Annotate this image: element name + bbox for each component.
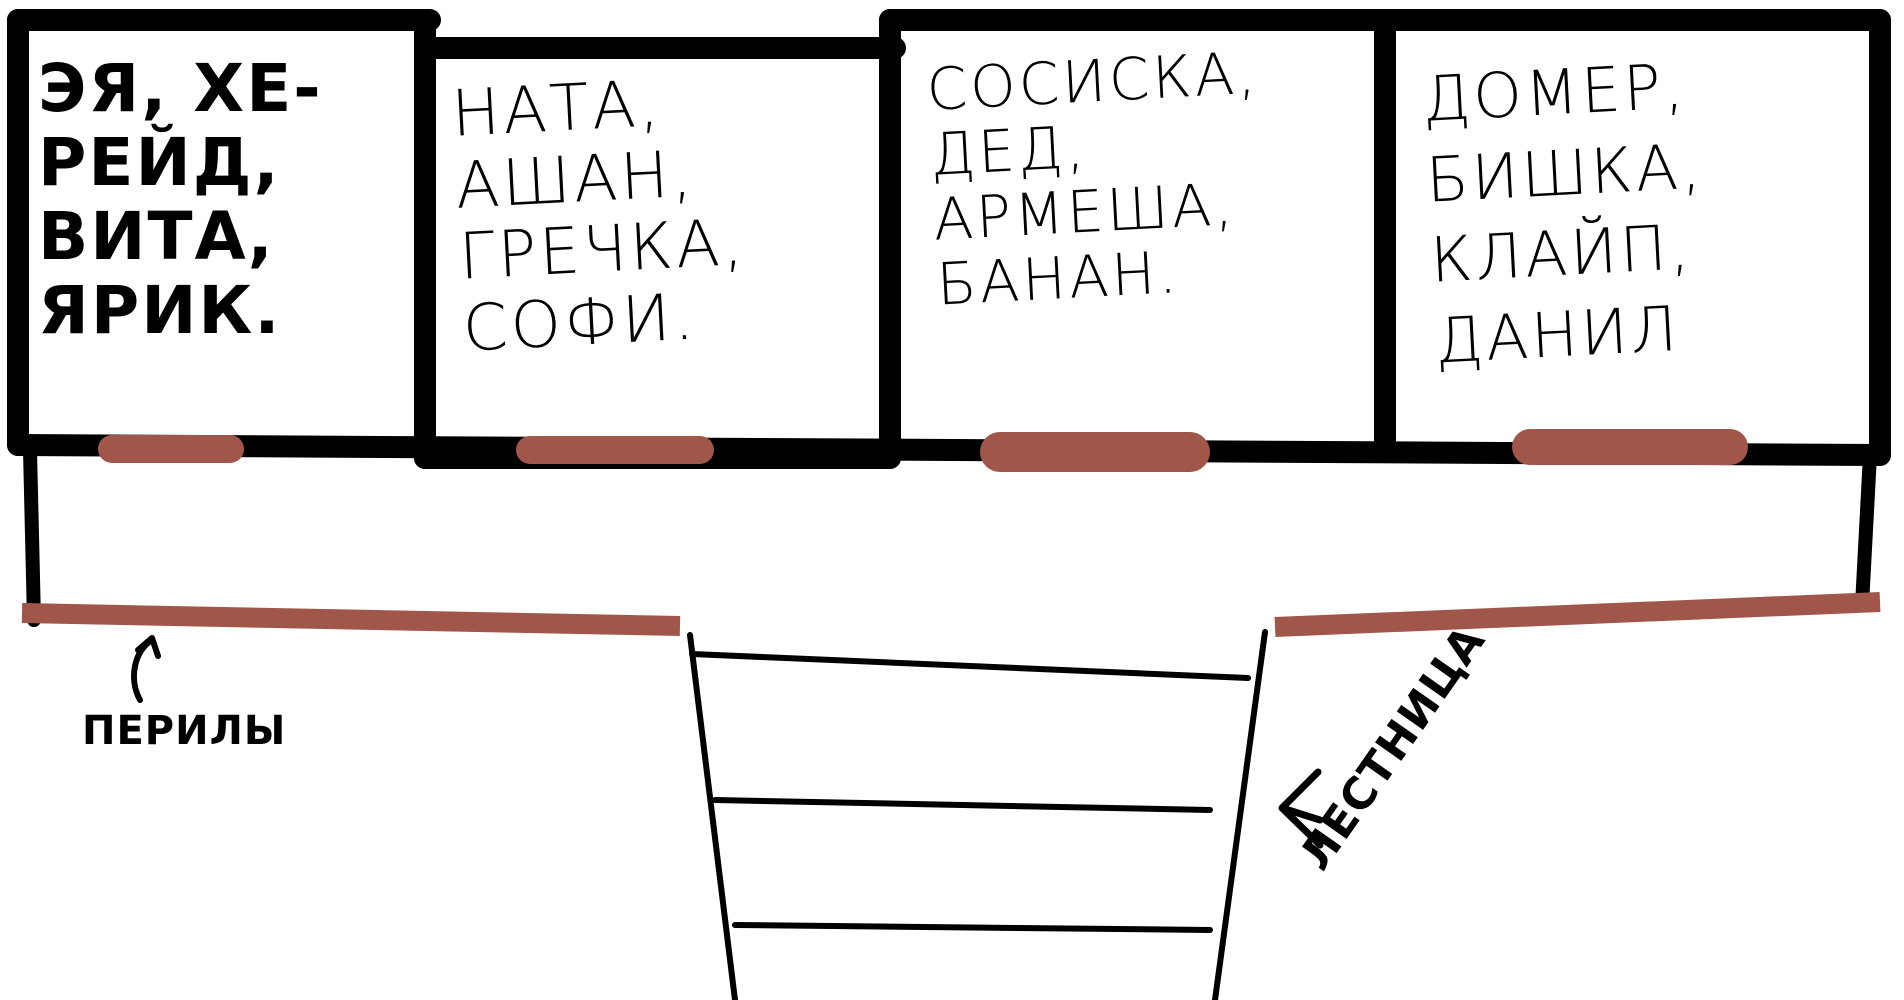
- room-4-occupants: ДОМЕР, БИШКА, КЛАЙП, ДАНИЛ: [1420, 49, 1706, 378]
- railing: [21, 592, 1881, 637]
- stairs-step: [732, 922, 1213, 933]
- railing-label: ПЕРИЛЫ: [82, 708, 287, 754]
- stairs: [687, 629, 1268, 1000]
- stairs-right-rail: [1212, 629, 1268, 1000]
- railing-arrow: [131, 635, 161, 703]
- stairs-step: [689, 651, 1251, 681]
- corridor-walls: [23, 443, 1877, 627]
- stairs-left-rail: [687, 632, 738, 1000]
- room-1-occupants: ЭЯ, ХЕ- РЕЙД, ВИТА, ЯРИК.: [38, 50, 323, 349]
- stairs-arrow: [1278, 768, 1324, 849]
- doors: [98, 429, 1748, 472]
- room-2-occupants: НАТА, АШАН, ГРЕЧКА, СОФИ.: [449, 67, 748, 367]
- room-3-occupants: СОСИСКА, ДЕД, АРМЕША, БАНАН.: [924, 38, 1261, 319]
- stairs-step: [712, 797, 1213, 813]
